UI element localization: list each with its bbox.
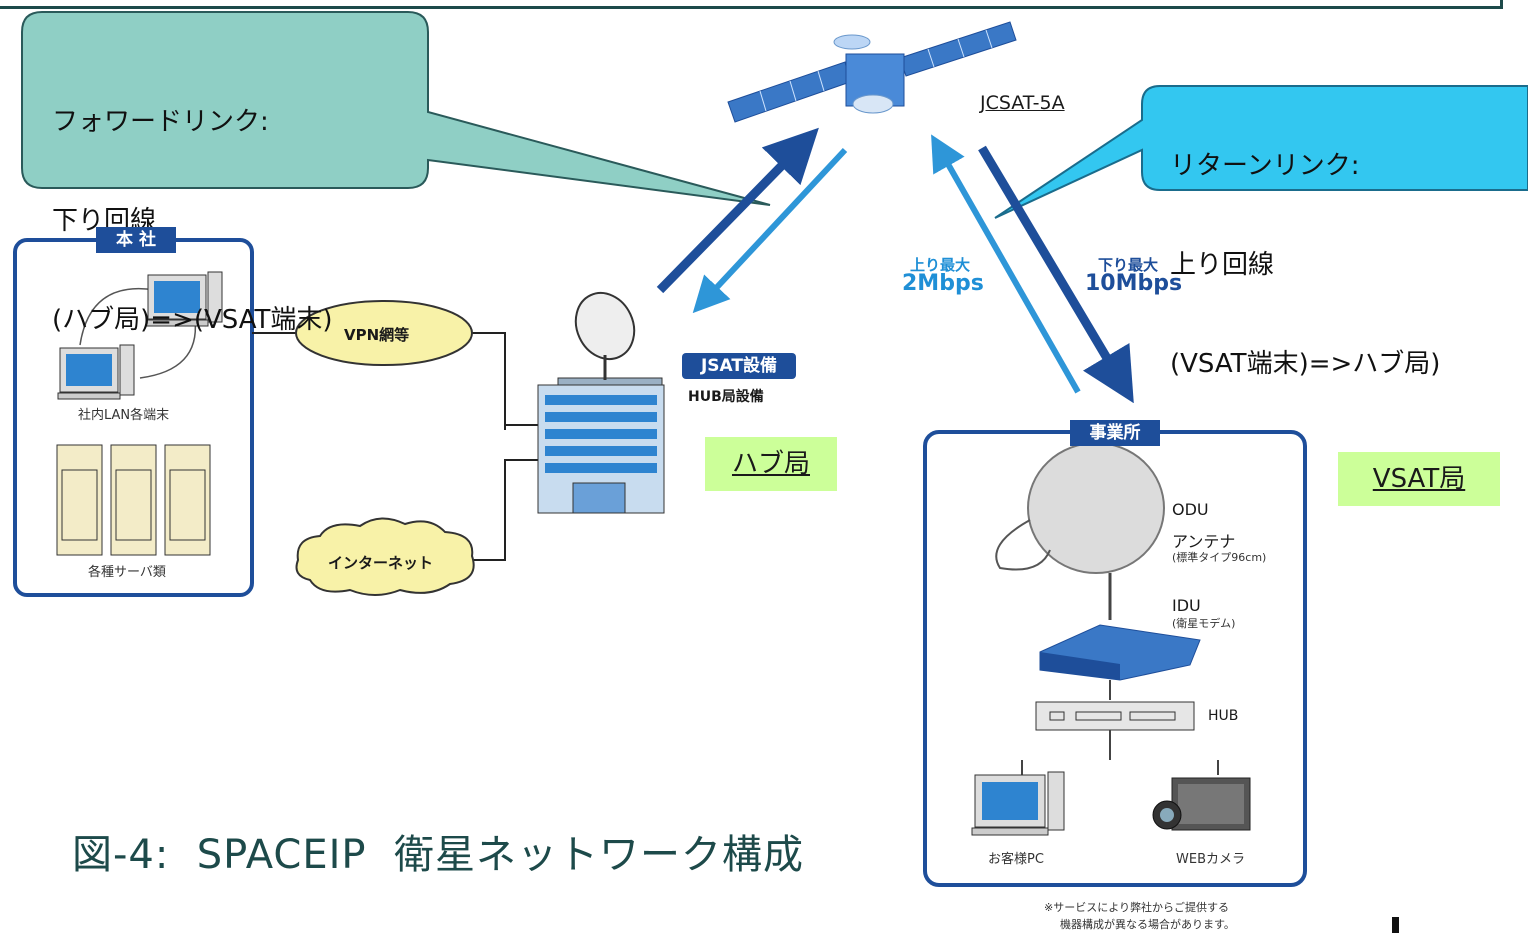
- office-note-1: ※サービスにより弊社からご提供する: [1044, 901, 1229, 914]
- forward-line2: 下り回線: [52, 206, 157, 236]
- servers-label: 各種サーバ類: [88, 565, 166, 580]
- vpn-cloud: [295, 300, 473, 366]
- forward-line3: (ハブ局)=>(VSAT端末): [52, 305, 333, 335]
- vsat-station-label[interactable]: VSAT局: [1338, 452, 1500, 506]
- hub-station-label[interactable]: ハブ局: [705, 437, 837, 491]
- down-max-speed: 10Mbps: [1085, 271, 1183, 296]
- office-note-2: 機器構成が異なる場合があります。: [1060, 918, 1235, 931]
- forward-callout-text: フォワードリンク: 下り回線 (ハブ局)=>(VSAT端末): [52, 40, 333, 370]
- satellite-label[interactable]: JCSAT-5A: [980, 92, 1065, 114]
- satellite-icon: [727, 21, 1017, 123]
- customer-pc-label: お客様PC: [988, 852, 1044, 867]
- office-title: 事業所: [1070, 420, 1160, 446]
- jsat-badge: JSAT設備: [682, 353, 796, 379]
- vpn-cloud-label: VPN網等: [344, 326, 410, 344]
- idu-note: (衛星モデム): [1172, 617, 1236, 630]
- odu-label: ODU: [1172, 500, 1209, 519]
- hub-building-icon: [537, 291, 665, 514]
- down-max-title: 下り最大: [1098, 256, 1159, 274]
- antenna-label: アンテナ: [1172, 532, 1236, 551]
- modem-icon: [1039, 624, 1201, 700]
- lan-label: 社内LAN各端末: [78, 408, 170, 423]
- antenna-note: (標準タイプ96cm): [1172, 551, 1267, 564]
- hq-title: 本 社: [96, 227, 176, 253]
- antenna-icon: [995, 442, 1165, 620]
- up-max-speed: 2Mbps: [902, 271, 984, 296]
- customer-pc-icon: [971, 771, 1065, 836]
- forward-callout-shape: [21, 11, 771, 206]
- return-line3: (VSAT端末)=>ハブ局): [1170, 349, 1441, 379]
- up-max-title: 上り最大: [910, 256, 971, 274]
- corner-mark: [1392, 917, 1399, 933]
- internet-cloud: [295, 517, 475, 596]
- return-line1: リターンリンク:: [1170, 151, 1360, 181]
- idu-label: IDU: [1172, 596, 1201, 615]
- forward-line1: フォワードリンク:: [52, 107, 269, 137]
- internet-cloud-label: インターネット: [328, 554, 434, 572]
- return-callout-shape: [994, 85, 1528, 219]
- lan-computers-icon: [57, 271, 223, 400]
- top-border: [0, 0, 1503, 9]
- web-camera-icon: [1152, 777, 1251, 831]
- return-callout-text: リターンリンク: 上り回線 (VSAT端末)=>ハブ局): [1170, 84, 1440, 414]
- servers-icon: [56, 444, 211, 556]
- hub-facility-label: HUB局設備: [688, 389, 764, 405]
- figure-caption: 図-4: SPACEIP 衛星ネットワーク構成: [72, 832, 804, 878]
- return-line2: 上り回線: [1170, 250, 1275, 280]
- web-camera-label: WEBカメラ: [1176, 852, 1245, 867]
- hub-switch-icon: [1021, 701, 1219, 775]
- hub-label: HUB: [1208, 708, 1239, 724]
